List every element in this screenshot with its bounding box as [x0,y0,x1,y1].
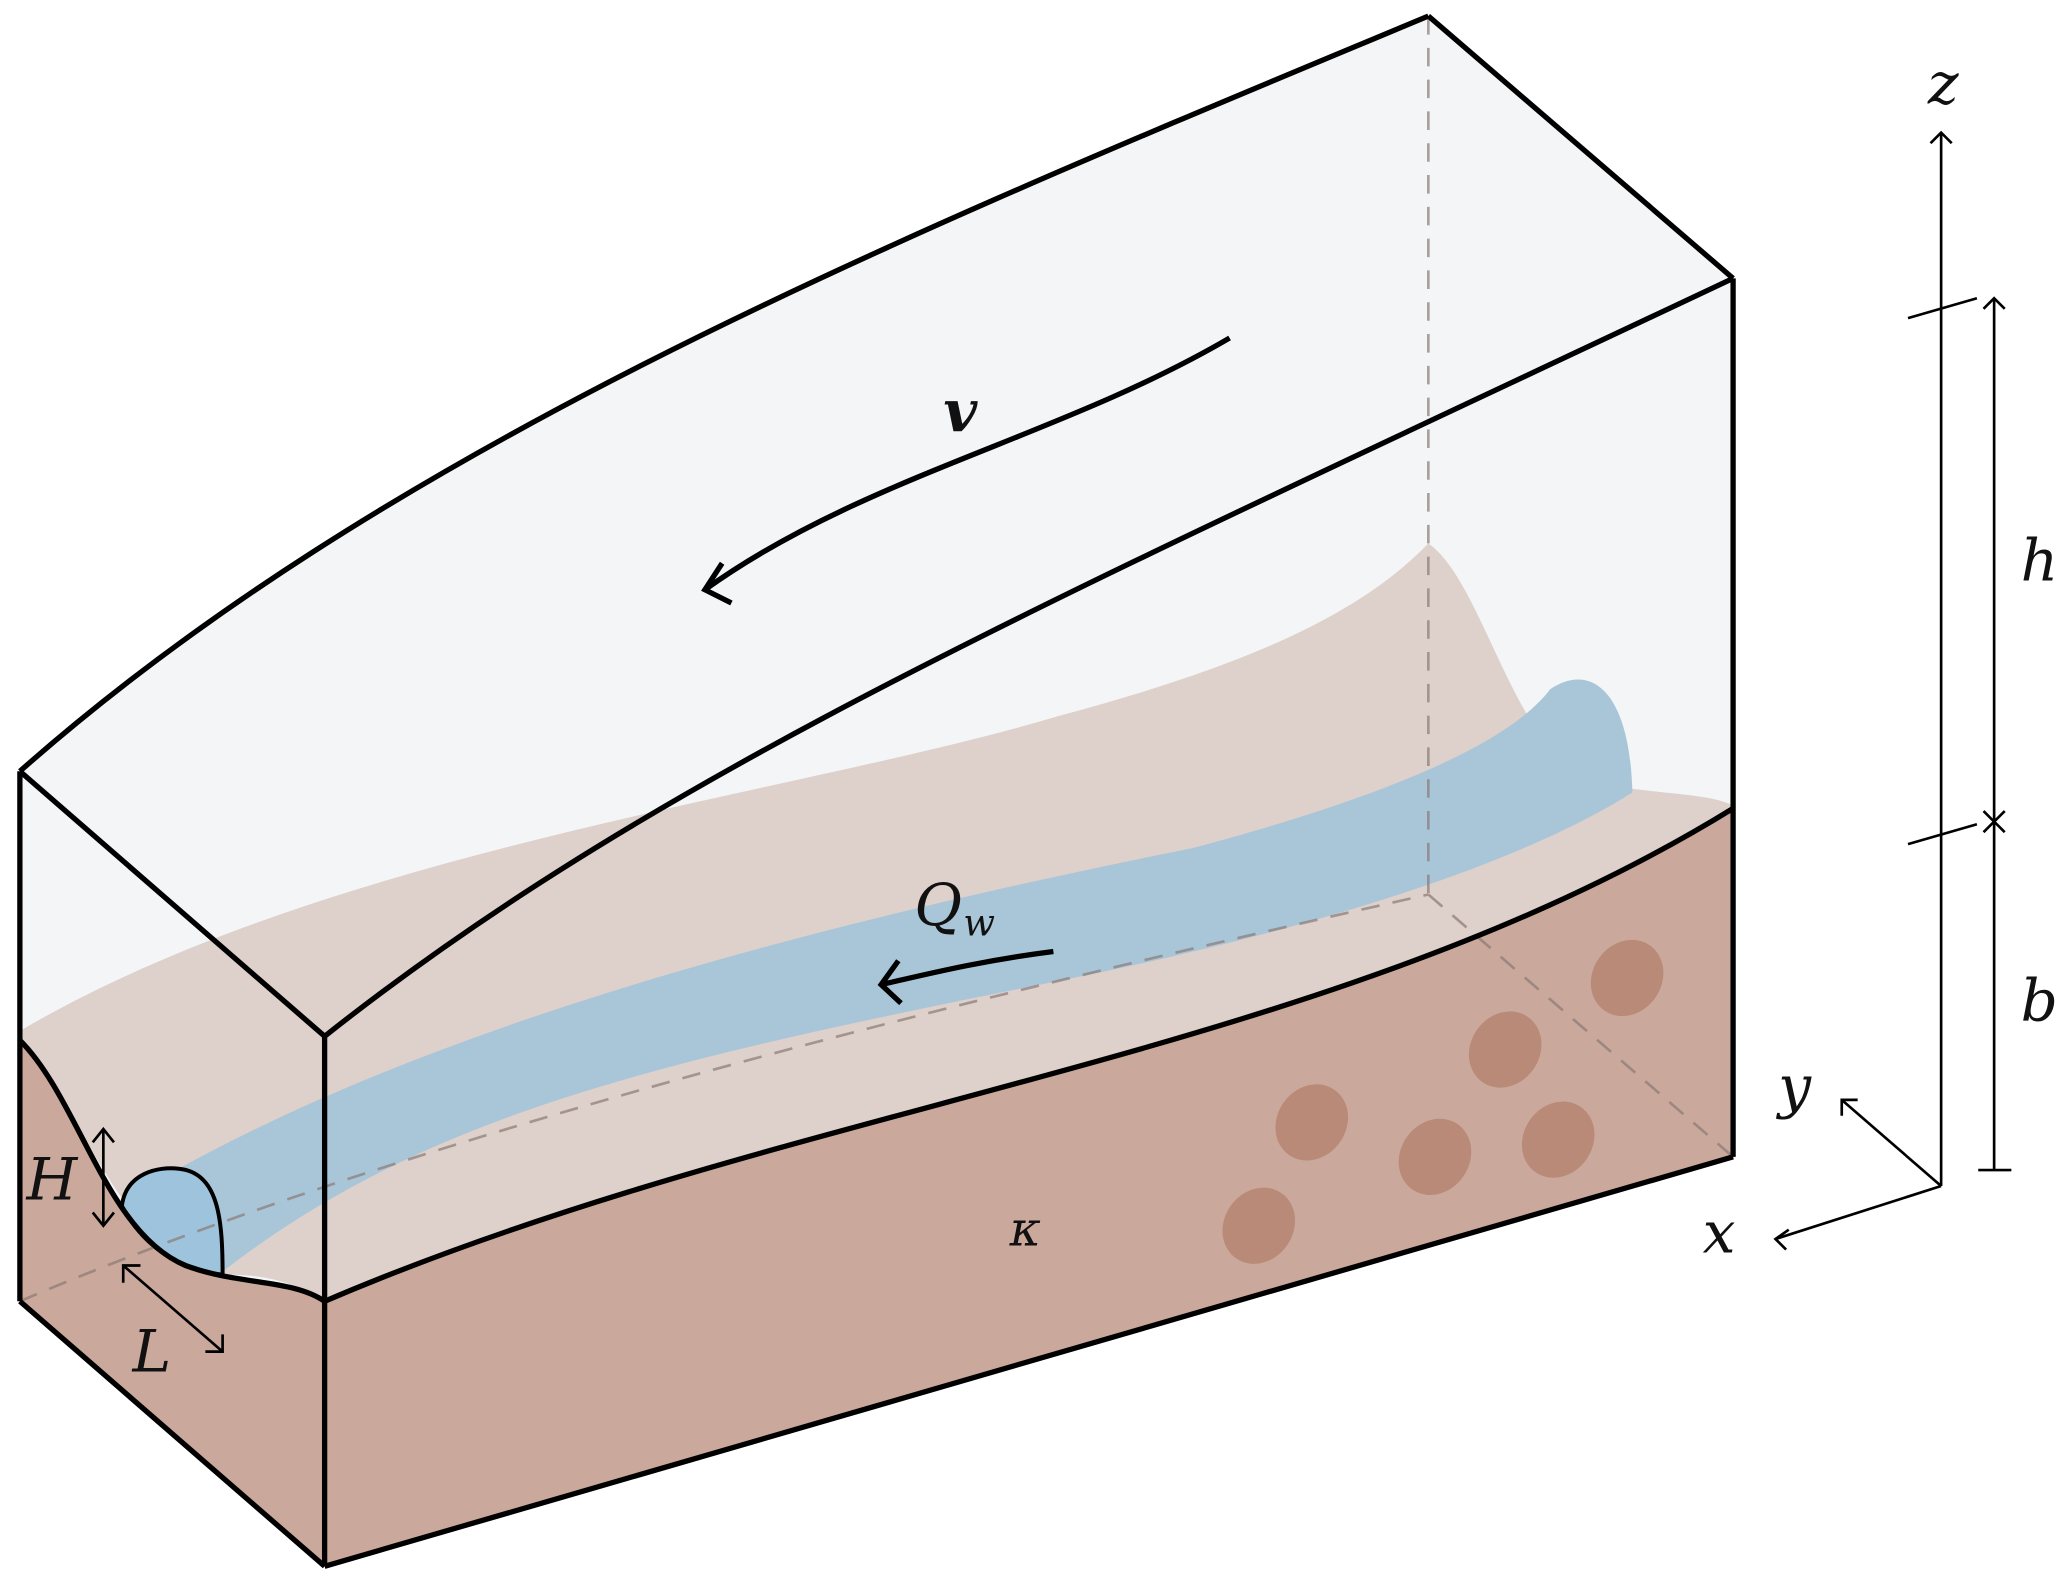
inclusion [1398,1118,1472,1195]
water-channel-band [125,679,1633,1275]
sediment-inclusions [1222,939,1664,1264]
ice-thickness-label: h [2021,526,2059,594]
sediment-left-face [19,1040,325,1567]
inclusion [1468,1011,1542,1088]
bed-thickness-label: b [2021,966,2058,1034]
hidden-edges [19,16,1734,1303]
axis-y-label: y [1775,1053,1812,1121]
sediment-front-face [324,808,1734,1567]
ice-flow-arrow [701,335,1231,606]
coordinate-axes [1773,130,2012,1251]
channel-width-label: L [132,1318,172,1386]
water-flow-arrow [877,948,1054,1006]
inclusion [1222,1187,1296,1264]
dimension-arrows [91,1126,224,1353]
velocity-label: v [943,376,978,445]
axis-x-label: x [1703,1198,1736,1266]
inclusion [1521,1101,1595,1178]
discharge-label: Q [914,871,962,939]
permeability-label: κ [1009,1203,1041,1258]
inclusion [1275,1084,1349,1161]
axis-z-label: z [1927,49,1959,117]
discharge-subscript: w [963,902,995,945]
inclusion [1590,939,1664,1017]
box-edges [17,13,1736,1569]
channel-height-label: H [25,1145,78,1213]
